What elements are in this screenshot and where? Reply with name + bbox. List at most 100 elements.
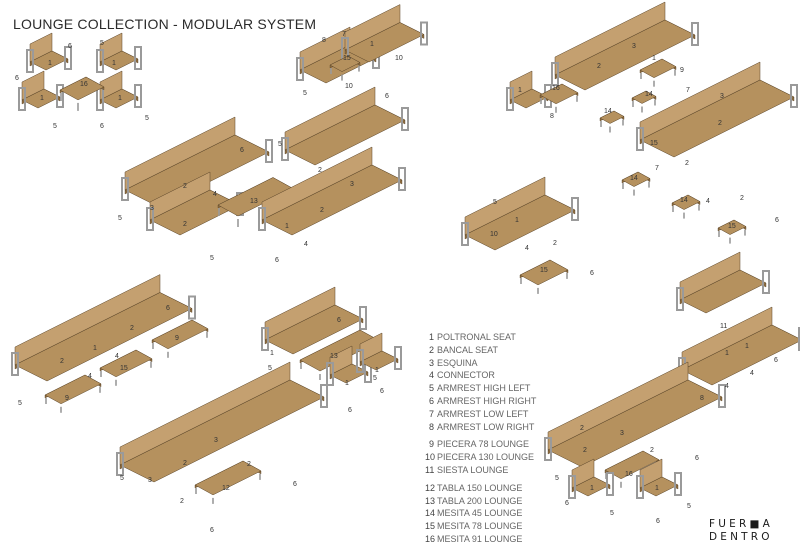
metal-frame — [401, 107, 409, 131]
part-number-label: 1 — [590, 485, 594, 492]
legend-number: 14 — [425, 508, 436, 519]
metal-frame — [18, 87, 26, 111]
legend-label: TABLA 150 LOUNGE — [437, 482, 523, 493]
part-number-label: 2 — [650, 447, 654, 454]
part-number-label: 8 — [550, 113, 554, 120]
seat-top — [359, 350, 399, 371]
part-number-label: 4 — [525, 245, 529, 252]
legend-label: ARMREST LOW LEFT — [437, 408, 529, 419]
seat-top — [99, 88, 139, 109]
part-number-label: 16 — [625, 471, 633, 478]
seat-top — [99, 349, 153, 378]
part-number-label: 1 — [270, 350, 274, 357]
metal-frame — [691, 22, 699, 46]
legend-label: ARMREST HIGH LEFT — [437, 383, 531, 394]
part-number-label: 4 — [725, 383, 729, 390]
seat-top — [21, 88, 61, 109]
seat-top — [151, 319, 209, 350]
metal-frame — [134, 84, 142, 108]
part-number-label: 5 — [610, 510, 614, 517]
part-number-label: 1 — [370, 41, 374, 48]
seat-top — [44, 374, 102, 405]
legend-number: 13 — [425, 495, 436, 506]
seat-top — [547, 379, 723, 468]
seat-top — [261, 164, 403, 236]
part-number-label: 5 — [53, 123, 57, 130]
metal-frame — [718, 384, 726, 408]
part-number-label: 10 — [345, 83, 353, 90]
part-number-label: 6 — [100, 123, 104, 130]
legend-number: 11 — [425, 464, 435, 475]
part-number-label: 1 — [652, 55, 656, 62]
part-number-label: 11 — [720, 323, 727, 330]
legend-label: ARMREST LOW RIGHT — [437, 421, 535, 432]
part-number-label: 4 — [750, 370, 754, 377]
part-number-label: 1 — [112, 60, 116, 67]
part-number-label: 2 — [320, 207, 324, 214]
part-number-label: 13 — [330, 353, 338, 360]
part-number-label: 5 — [278, 141, 282, 148]
seat-top — [639, 476, 679, 497]
part-number-label: 9 — [175, 335, 179, 342]
legend-label: PIECERA 130 LOUNGE — [437, 452, 535, 463]
legend-label: CONNECTOR — [437, 370, 495, 381]
part-number-label: 2 — [183, 221, 187, 228]
part-number-label: 2 — [597, 63, 601, 70]
part-number-label: 5 — [373, 375, 377, 382]
part-number-label: 1 — [93, 345, 97, 352]
metal-frame — [790, 84, 798, 108]
metal-frame — [676, 287, 684, 311]
metal-frame — [461, 222, 469, 246]
seat-top — [284, 104, 406, 166]
part-number-label: 14 — [680, 197, 688, 204]
part-number-label: 15 — [650, 140, 658, 147]
part-number-label: 2 — [740, 195, 744, 202]
legend-number: 4 — [428, 370, 434, 381]
legend-label: POLTRONAL SEAT — [437, 332, 516, 342]
metal-frame — [762, 270, 770, 294]
legend-label: MESITA 91 LOUNGE — [437, 533, 523, 544]
metal-frame — [326, 362, 334, 386]
metal-frame — [798, 327, 800, 351]
part-number-label: 15 — [728, 223, 736, 230]
metal-frame — [551, 62, 559, 86]
part-number-label: 16 — [552, 85, 560, 92]
part-number-label: 1 — [118, 95, 122, 102]
part-number-label: 14 — [604, 108, 612, 115]
metal-frame — [134, 46, 142, 70]
part-number-label: 16 — [80, 81, 88, 88]
part-number-label: 2 — [183, 183, 187, 190]
metal-frame — [188, 295, 196, 320]
part-number-label: 5 — [18, 400, 22, 407]
seat-top — [671, 194, 701, 210]
part-number-label: 3 — [350, 181, 354, 188]
part-number-label: 2 — [130, 325, 134, 332]
seat-top — [554, 19, 696, 91]
legend-number: 5 — [428, 383, 434, 394]
seat-top — [639, 58, 677, 78]
part-number-label: 9 — [65, 395, 69, 402]
part-number-label: 15 — [343, 55, 351, 62]
part-number-label: 2 — [685, 160, 689, 167]
part-number-label: 5 — [303, 90, 307, 97]
part-number-label: 5 — [120, 475, 124, 482]
part-number-label: 6 — [380, 388, 384, 395]
part-number-label: 4 — [115, 353, 119, 360]
metal-frame — [398, 167, 406, 191]
part-number-label: 7 — [342, 31, 346, 38]
part-number-label: 5 — [555, 475, 559, 482]
part-number-label: 2 — [580, 425, 584, 432]
part-number-label: 3 — [148, 477, 152, 484]
part-number-label: 1 — [518, 87, 522, 94]
metal-frame — [636, 127, 644, 151]
logo-line1: FUER■A — [709, 518, 773, 530]
